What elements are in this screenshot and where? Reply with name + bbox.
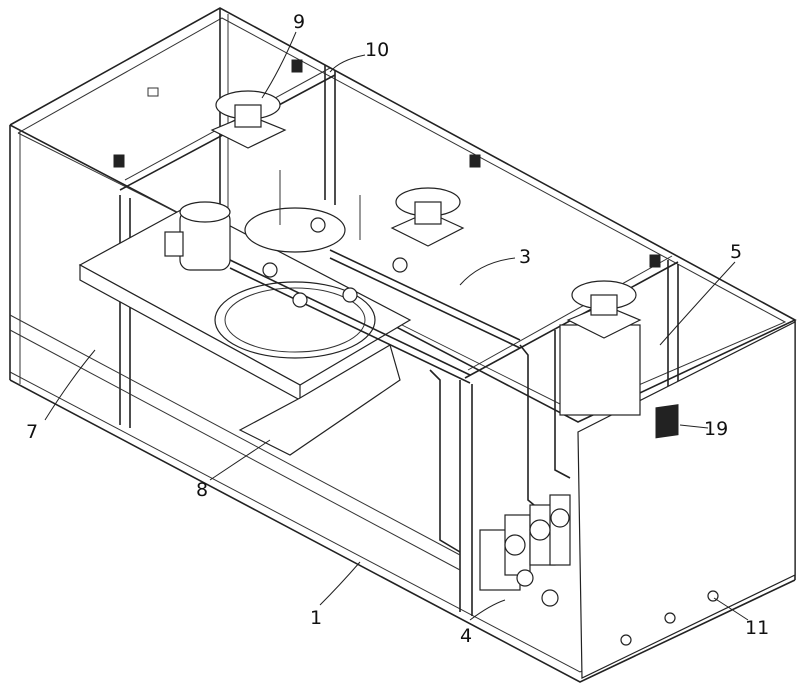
reference-labels: 9 10 3 5 7 19 8 1 4 11 [26, 11, 769, 647]
ventilator-9 [210, 90, 287, 149]
fitting [147, 87, 159, 97]
nameplate-19 [655, 404, 679, 439]
leader-lines [44, 31, 749, 621]
fitting [113, 154, 125, 168]
valve-manifold-4 [479, 494, 571, 607]
label-10: 10 [365, 39, 389, 61]
fitting [649, 254, 661, 268]
fitting-10 [291, 59, 303, 73]
label-7: 7 [26, 421, 38, 443]
label-19: 19 [704, 418, 728, 440]
fitting [469, 154, 481, 168]
label-11: 11 [745, 617, 769, 639]
ventilator-5 [559, 280, 642, 416]
pump-assembly [164, 201, 376, 359]
label-5: 5 [730, 241, 742, 263]
ventilator [390, 187, 465, 247]
piping-3 [229, 170, 571, 553]
label-3: 3 [519, 246, 531, 268]
label-4: 4 [460, 625, 472, 647]
label-9: 9 [293, 11, 305, 33]
label-1: 1 [310, 607, 322, 629]
label-8: 8 [196, 479, 208, 501]
